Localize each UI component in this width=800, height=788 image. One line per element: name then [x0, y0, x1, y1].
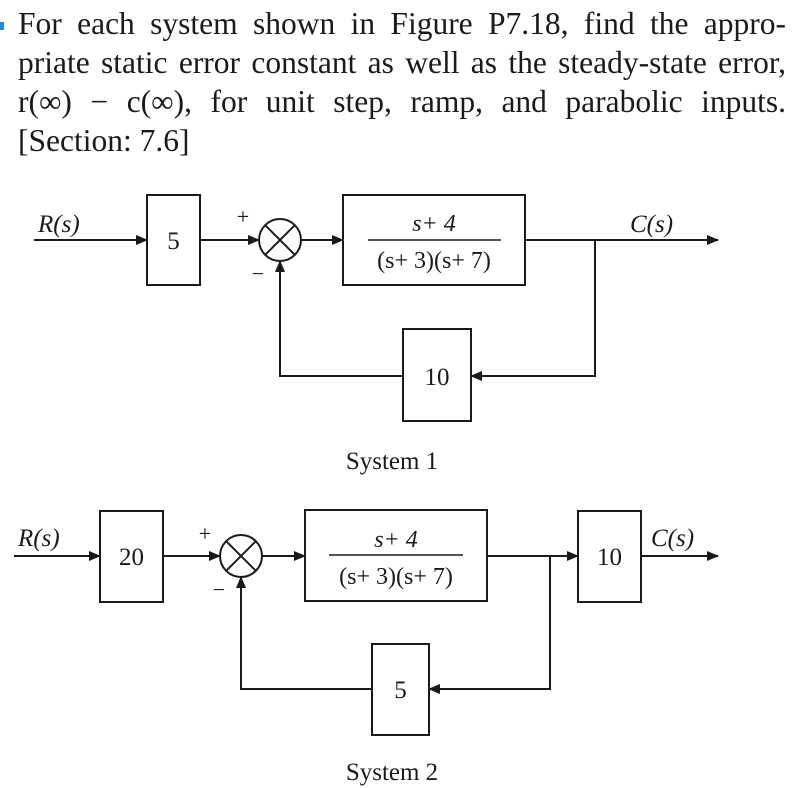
s1-sum-plus-sign: +	[237, 204, 249, 229]
s1-feedback-return-line	[275, 260, 403, 377]
s2-summing-junction-icon	[219, 534, 263, 578]
s1-input-label: R(s)	[37, 211, 80, 238]
system-2-diagram	[14, 509, 719, 736]
s2-feedback-takeoff-line	[428, 556, 551, 694]
s1-feedback-takeoff-line	[470, 240, 596, 381]
problem-line-3: r(∞) − c(∞), for unit step, ramp, and pa…	[18, 84, 786, 119]
s2-plant-numerator: s+ 4	[374, 527, 418, 553]
s2-pre-gain-label: 20	[119, 544, 144, 571]
problem-line-1: For each system shown in Figure P7.18, f…	[18, 6, 786, 41]
s1-caption: System 1	[346, 448, 438, 475]
system-1-diagram	[34, 194, 719, 422]
s1-feedback-gain-label: 10	[425, 364, 450, 391]
s2-sum-plus-sign: +	[199, 521, 211, 546]
s1-sum-minus-sign: −	[252, 261, 264, 286]
problem-line-2: priate static error constant as well as …	[18, 45, 786, 80]
s1-plant-denominator: (s+ 3)(s+ 7)	[377, 248, 491, 274]
s1-summing-junction-icon	[258, 218, 302, 262]
problem-bullet-marker	[0, 22, 4, 30]
s2-plant-denominator: (s+ 3)(s+ 7)	[339, 564, 453, 590]
s2-feedback-return-line	[236, 576, 372, 690]
s2-post-gain-label: 10	[597, 544, 622, 571]
s1-output-label: C(s)	[630, 211, 673, 238]
s1-pre-gain-label: 5	[167, 228, 180, 255]
problem-line-4: [Section: 7.6]	[18, 123, 190, 158]
s2-caption: System 2	[346, 759, 438, 786]
s1-plant-numerator: s+ 4	[412, 211, 456, 237]
system-1-labels: R(s) 5 + − s+ 4 (s+ 3)(s+ 7) C(s) 10 Sys…	[37, 204, 673, 475]
problem-statement: For each system shown in Figure P7.18, f…	[18, 4, 786, 160]
s2-input-label: R(s)	[17, 525, 60, 552]
system-2-labels: R(s) 20 + − s+ 4 (s+ 3)(s+ 7) 10 C(s) 5 …	[17, 521, 694, 786]
s2-feedback-gain-label: 5	[394, 677, 407, 704]
s2-output-label: C(s)	[651, 525, 694, 552]
s2-sum-minus-sign: −	[213, 577, 225, 602]
